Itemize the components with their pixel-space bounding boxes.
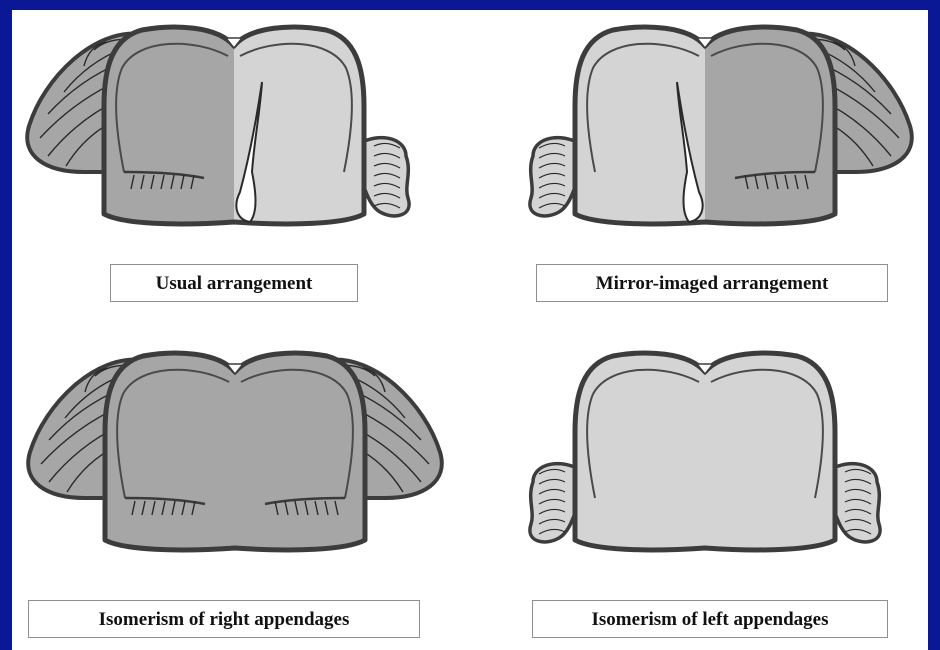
right-atrium-half-1	[705, 27, 835, 224]
narrow-appendage-left-3	[530, 464, 577, 542]
atrial-diagram-3	[530, 353, 880, 550]
right-atrium-half-2	[235, 353, 365, 550]
left-atrium-half-0	[104, 27, 234, 224]
caption-mirror-imaged-arrangement: Mirror-imaged arrangement	[536, 264, 888, 302]
atrial-arrangement-figure	[12, 10, 928, 650]
right-atrium-half-3	[705, 353, 835, 550]
left-atrium-half-3	[575, 353, 705, 550]
atrial-diagram-1	[530, 27, 912, 224]
left-atrium-half-2	[105, 353, 235, 550]
narrow-appendage-left-1	[530, 138, 577, 216]
narrow-appendage-right-0	[362, 138, 409, 216]
narrow-appendage-right-3	[833, 464, 880, 542]
atrial-diagram-0	[27, 27, 409, 224]
caption-isomerism-left-appendages: Isomerism of left appendages	[532, 600, 888, 638]
caption-isomerism-right-appendages: Isomerism of right appendages	[28, 600, 420, 638]
caption-usual-arrangement: Usual arrangement	[110, 264, 358, 302]
atrial-diagram-2	[28, 353, 442, 550]
